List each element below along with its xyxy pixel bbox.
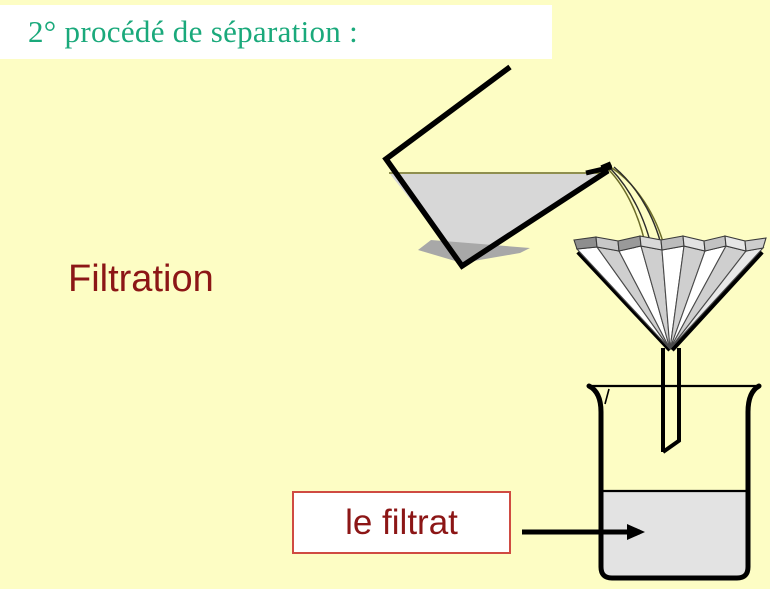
pleated-filter-paper	[573, 235, 767, 350]
pouring-beaker	[382, 64, 613, 270]
funnel-left-edge	[576, 250, 672, 352]
filter-rim-seg-1	[573, 236, 598, 250]
page-title: 2° procédé de séparation :	[28, 14, 359, 49]
funnel-stem-tip	[661, 438, 682, 454]
receiving-beaker-outline	[586, 383, 762, 581]
receiving-beaker	[586, 383, 762, 581]
title-box: 2° procédé de séparation :	[0, 5, 552, 59]
filtrate-callout-box: le filtrat	[292, 491, 511, 554]
filtrate-callout-label: le filtrat	[345, 502, 458, 542]
pouring-beaker-spout	[585, 164, 613, 176]
filter-rim-seg-9	[744, 237, 767, 252]
process-label: Filtration	[68, 258, 214, 300]
receiving-beaker-spout-tick	[604, 388, 610, 405]
funnel-right-edge	[670, 250, 764, 352]
callout-arrow-head	[627, 524, 645, 540]
callout-arrow	[522, 524, 645, 540]
pouring-beaker-liquid	[390, 174, 602, 264]
funnel-stem	[661, 348, 682, 454]
filtrate-liquid	[601, 491, 747, 576]
